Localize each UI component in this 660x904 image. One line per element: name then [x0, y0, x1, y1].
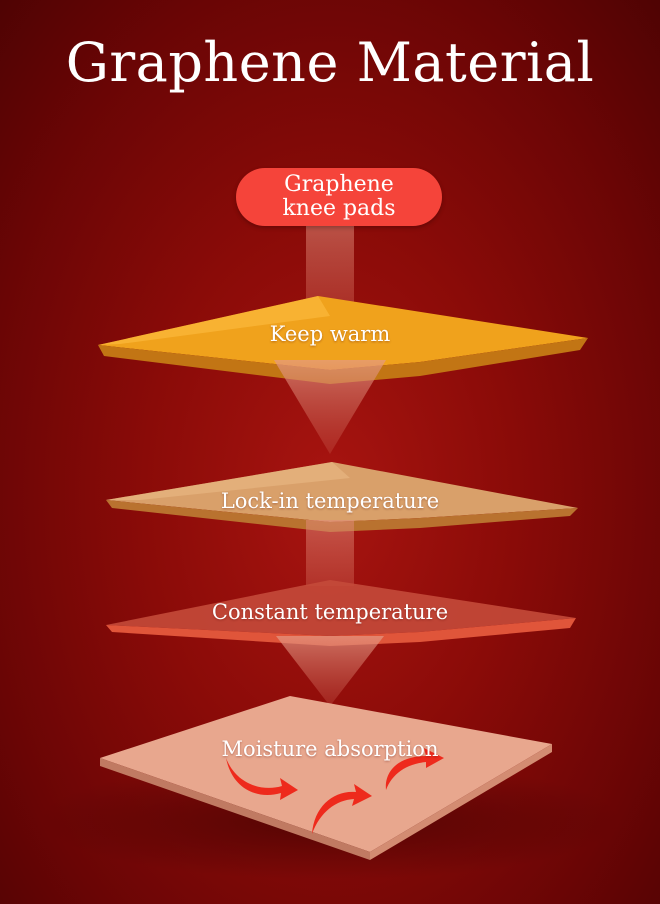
- layer-constant-temperature: [106, 580, 576, 646]
- layer-lock-in-temperature: [106, 462, 578, 532]
- layer-label-constant-temperature: Constant temperature: [211, 600, 449, 624]
- graphene-knee-pads-badge: Graphene knee pads: [236, 168, 442, 226]
- beam-1: [306, 226, 354, 306]
- layer-label-keep-warm: Keep warm: [269, 322, 391, 346]
- layer-label-moisture-absorption: Moisture absorption: [221, 737, 439, 761]
- moisture-arrow-icon: [312, 784, 372, 834]
- moisture-arrow-icon: [226, 758, 298, 800]
- funnel-1: [274, 360, 386, 454]
- funnel-2: [276, 636, 384, 706]
- layer-moisture-absorption: [100, 696, 552, 860]
- beam-2: [306, 520, 354, 586]
- page-title: Graphene Material: [65, 31, 595, 94]
- layer-label-lock-in-temperature: Lock-in temperature: [220, 489, 440, 513]
- badge-line-1: Graphene: [284, 172, 394, 197]
- badge-line-2: knee pads: [282, 196, 396, 221]
- moisture-arrow-icon: [385, 748, 444, 790]
